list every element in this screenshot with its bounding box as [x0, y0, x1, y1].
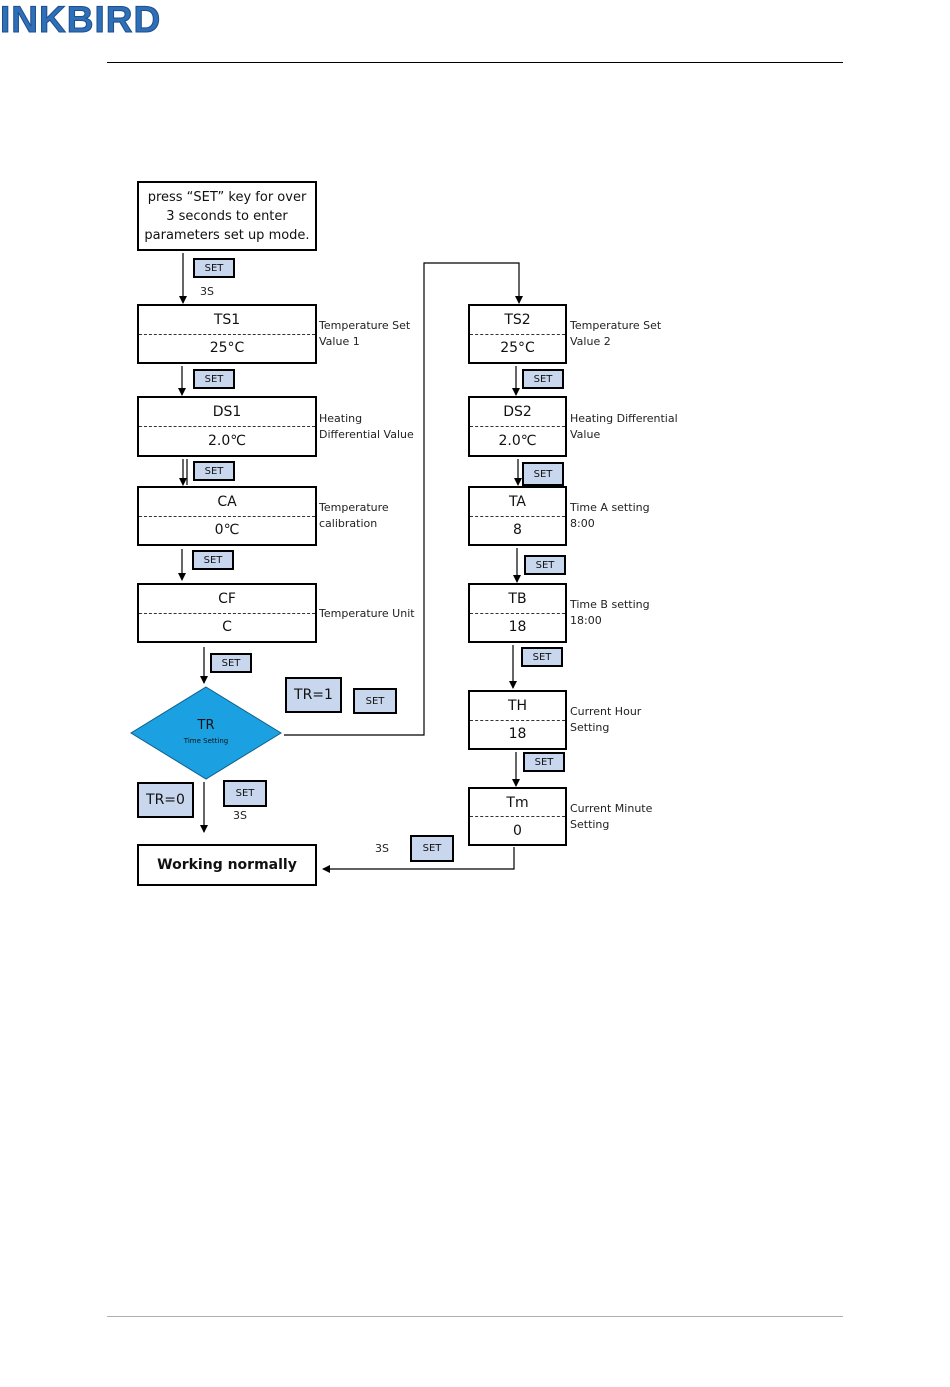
set-key: SET — [192, 550, 234, 570]
param-description: Time A setting 8:00 — [570, 501, 650, 530]
set-key: SET — [193, 258, 235, 278]
inkbird-logo: INKBIRD — [0, 0, 162, 40]
set-key: SET — [523, 752, 565, 772]
param-code: CA — [139, 488, 315, 517]
param-value: 2.0℃ — [498, 433, 537, 449]
set-key: SET — [210, 653, 252, 673]
set-key: SET — [223, 780, 267, 807]
param-value: 2.0℃ — [208, 433, 246, 449]
param-description: Current Hour Setting — [570, 705, 642, 734]
param-box-ts2: TS2 25°C — [468, 304, 567, 364]
param-code: DS2 — [470, 398, 565, 427]
set-key: SET — [353, 688, 397, 714]
param-code: Tm — [470, 789, 565, 817]
set-key: SET — [521, 647, 563, 667]
start-instruction-box: press “SET” key for over 3 seconds to en… — [137, 181, 317, 251]
param-description: Temperature Set Value 1 — [319, 319, 411, 348]
set-key: SET — [410, 835, 454, 862]
param-code: TA — [470, 488, 565, 517]
param-code: TS1 — [139, 306, 315, 335]
param-description: Current Minute Setting — [570, 802, 653, 831]
param-value: 18 — [508, 726, 527, 743]
param-box-th: TH 18 — [468, 690, 567, 750]
param-box-tm: Tm 0 — [468, 787, 567, 846]
param-code: TB — [470, 585, 565, 614]
hold-3s-label: 3S — [200, 285, 214, 298]
param-description: Time B setting 18:00 — [570, 598, 650, 627]
working-normally-box: Working normally — [137, 844, 317, 886]
param-value: 0℃ — [214, 522, 240, 539]
decision-description: Time Setting — [183, 737, 229, 745]
param-code: TH — [470, 692, 565, 721]
param-code: CF — [139, 585, 315, 614]
param-value: 25°C — [500, 340, 535, 357]
param-value: 8 — [513, 522, 522, 539]
param-description: Heating Differential Value — [570, 412, 678, 441]
tr-equals-0-label: TR=0 — [137, 782, 194, 818]
param-box-ca: CA 0℃ — [137, 486, 317, 546]
param-box-cf: CF C — [137, 583, 317, 643]
set-key: SET — [522, 462, 564, 486]
param-box-tb: TB 18 — [468, 583, 567, 643]
decision-diamond — [130, 686, 282, 780]
header-rule — [107, 62, 843, 63]
decision-code: TR — [197, 718, 215, 733]
param-description: Temperature calibration — [319, 501, 389, 530]
param-box-ds2: DS2 2.0℃ — [468, 396, 567, 457]
param-box-ta: TA 8 — [468, 486, 567, 546]
param-box-ts1: TS1 25°C — [137, 304, 317, 364]
hold-3s-label: 3S — [375, 842, 389, 855]
param-code: DS1 — [139, 398, 315, 427]
param-value: 25°C — [209, 340, 245, 357]
param-box-ds1: DS1 2.0℃ — [137, 396, 317, 457]
tr-equals-1-label: TR=1 — [285, 677, 342, 713]
param-value: 18 — [508, 619, 527, 636]
param-description: Temperature Unit — [319, 607, 415, 620]
param-description: Heating Differential Value — [319, 412, 414, 441]
param-description: Temperature Set Value 2 — [570, 319, 662, 348]
set-key: SET — [193, 461, 235, 481]
set-key: SET — [522, 369, 564, 389]
set-key: SET — [193, 369, 235, 389]
param-code: TS2 — [470, 306, 565, 335]
set-key: SET — [524, 555, 566, 575]
param-value: 0 — [513, 822, 522, 839]
param-value: C — [222, 619, 232, 636]
footer-rule — [107, 1316, 843, 1317]
hold-3s-label: 3S — [233, 809, 247, 822]
